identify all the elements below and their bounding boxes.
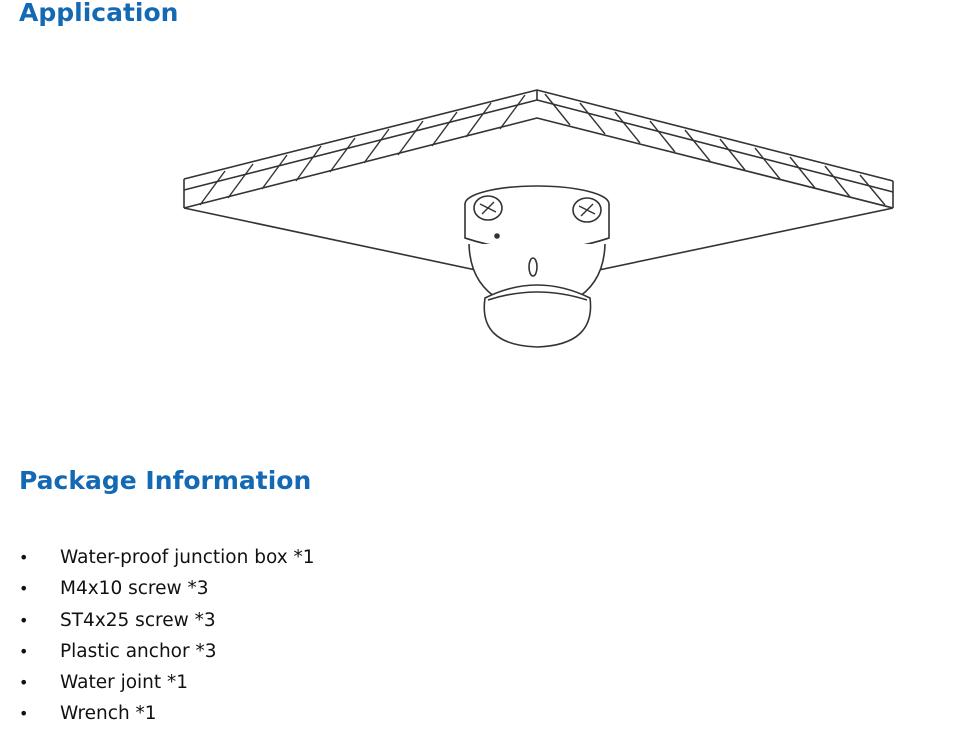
package-information-heading: Package Information <box>19 466 312 495</box>
package-item-label: ST4x25 screw *3 <box>60 609 216 631</box>
package-item-label: Plastic anchor *3 <box>60 640 217 662</box>
bullet: • <box>19 579 29 599</box>
hatching-right <box>544 93 886 206</box>
bullet: • <box>19 704 29 724</box>
bullet: • <box>19 610 29 630</box>
bullet: • <box>19 673 29 693</box>
package-item-label: Water-proof junction box *1 <box>60 547 315 568</box>
ceiling-mount-camera-illustration <box>183 89 894 348</box>
package-item-label: Wrench *1 <box>60 703 157 725</box>
bullet: • <box>19 548 29 567</box>
dome-camera <box>464 185 610 348</box>
bullet: • <box>19 641 29 661</box>
package-item-label: M4x10 screw *3 <box>60 578 209 600</box>
package-item-label: Water joint *1 <box>60 672 189 694</box>
application-heading: Application <box>19 0 179 27</box>
hatching-left <box>199 94 526 206</box>
